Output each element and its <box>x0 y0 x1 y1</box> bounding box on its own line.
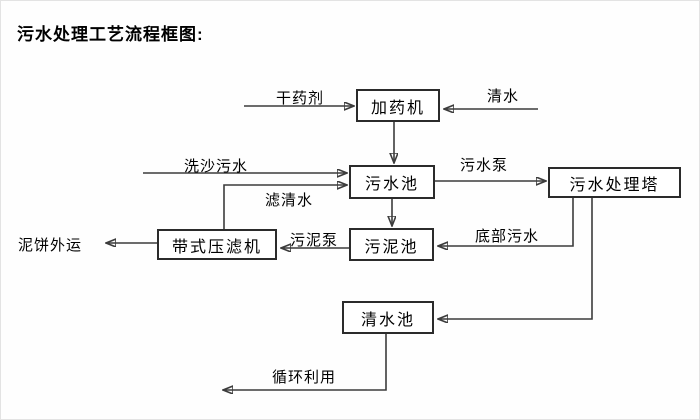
arrow-tower-to-clean-water-pool <box>438 198 593 319</box>
node-sludge-pool: 污泥池 <box>349 228 434 261</box>
diagram-title: 污水处理工艺流程框图: <box>17 25 204 44</box>
node-treatment-tower: 污水处理塔 <box>548 167 681 198</box>
arrow-recycle <box>223 334 387 390</box>
label-mud-cake-out: 泥饼外运 <box>18 237 83 254</box>
label-dry-chemical: 干药剂 <box>275 90 324 107</box>
node-clean-water-pool: 清水池 <box>342 301 434 334</box>
label-sewage-pump: 污水泵 <box>459 157 508 174</box>
label-clean-water-in: 清水 <box>486 88 519 105</box>
node-belt-filter-press: 带式压滤机 <box>157 229 277 260</box>
node-sewage-pool: 污水池 <box>349 165 435 199</box>
label-filtered-water: 滤清水 <box>264 192 313 209</box>
label-bottom-sewage: 底部污水 <box>474 228 539 245</box>
label-sludge-pump: 污泥泵 <box>289 232 338 249</box>
label-sand-washing-sewage: 洗沙污水 <box>183 158 248 175</box>
arrow-bottom-sewage <box>438 198 574 246</box>
node-dosing-machine: 加药机 <box>356 89 440 122</box>
label-recycle: 循环利用 <box>271 369 336 386</box>
arrow-filtered-water-return <box>223 185 347 229</box>
